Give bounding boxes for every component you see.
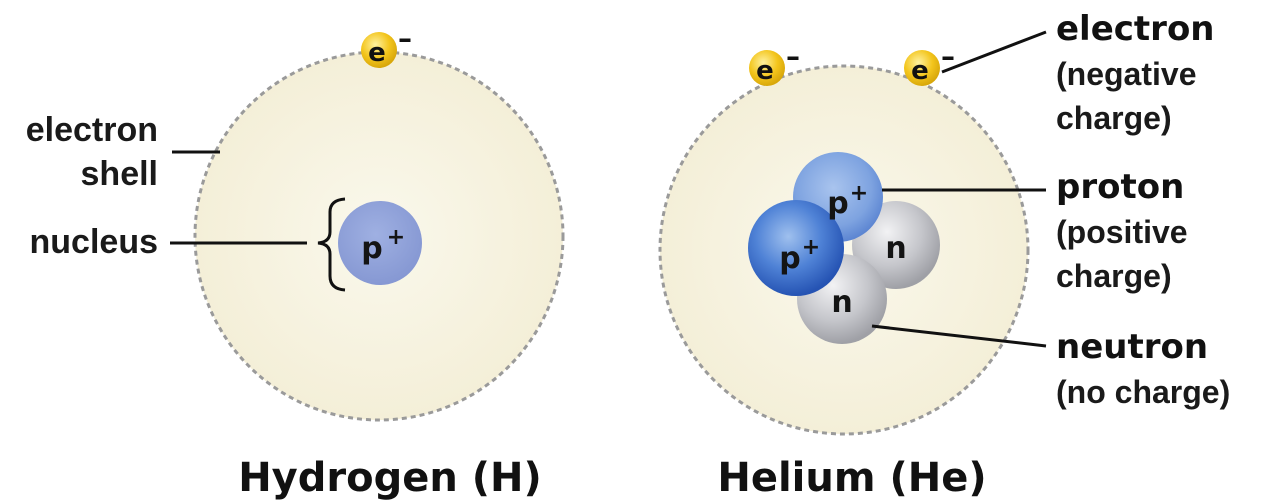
proton-desc-line2: charge) bbox=[1056, 258, 1172, 294]
hydrogen-electron bbox=[361, 32, 397, 68]
hydrogen-atom: p + e – electron shell nucleus Hydrogen … bbox=[26, 22, 565, 501]
helium-neutron-2-symbol: n bbox=[831, 285, 852, 320]
helium-electron-2-charge: – bbox=[941, 40, 955, 73]
nucleus-label: nucleus bbox=[30, 223, 158, 261]
electron-desc-line1: (negative bbox=[1056, 56, 1196, 92]
helium-proton-2-charge: + bbox=[850, 181, 868, 206]
electron-desc-line2: charge) bbox=[1056, 100, 1172, 136]
helium-electron-2 bbox=[904, 50, 940, 86]
hydrogen-title: Hydrogen (H) bbox=[238, 455, 542, 501]
helium-proton-2-symbol: p bbox=[827, 186, 848, 221]
helium-title: Helium (He) bbox=[717, 455, 986, 501]
neutron-pointer bbox=[871, 324, 1047, 348]
helium-proton-1 bbox=[748, 200, 844, 296]
helium-proton-1-charge: + bbox=[802, 235, 820, 260]
electron-shell-label-line1: electron bbox=[26, 111, 158, 149]
hydrogen-electron-charge: – bbox=[398, 22, 412, 55]
electron-pointer bbox=[941, 30, 1047, 74]
hydrogen-proton bbox=[338, 201, 422, 285]
proton-desc-line1: (positive bbox=[1056, 214, 1188, 250]
helium-neutron-1-symbol: n bbox=[885, 231, 906, 266]
hydrogen-electron-symbol: e bbox=[368, 38, 386, 68]
helium-proton-1-symbol: p bbox=[779, 241, 800, 276]
helium-electron-1-charge: – bbox=[786, 40, 800, 73]
neutron-desc-line1: (no charge) bbox=[1056, 374, 1230, 410]
nucleus-brace bbox=[317, 197, 346, 292]
hydrogen-proton-symbol: p bbox=[361, 231, 382, 266]
electron-label: electron bbox=[1056, 9, 1215, 49]
hydrogen-proton-charge: + bbox=[387, 225, 405, 250]
proton-label: proton bbox=[1056, 167, 1184, 207]
helium-electron-2-symbol: e bbox=[911, 56, 929, 86]
helium-electron-1-symbol: e bbox=[756, 56, 774, 86]
neutron-label: neutron bbox=[1056, 327, 1208, 367]
helium-electron-1 bbox=[749, 50, 785, 86]
helium-electron-shell bbox=[658, 64, 1030, 436]
helium-atom: p + p + n n e – e – electron (negative c… bbox=[658, 9, 1230, 501]
electron-shell-label-line2: shell bbox=[81, 155, 158, 193]
